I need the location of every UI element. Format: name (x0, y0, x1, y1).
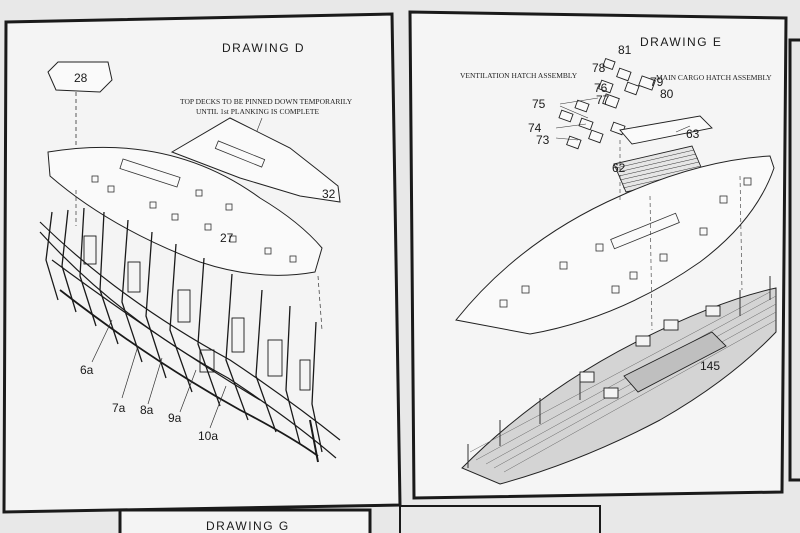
part-73-label: 73 (536, 133, 550, 147)
part-27-deck (47, 146, 323, 276)
drawing-g-panel: DRAWING G (118, 508, 372, 533)
part-81-label: 81 (618, 43, 632, 57)
part-27-label: 27 (220, 231, 234, 245)
part-8a-label: 8a (140, 403, 154, 417)
part-7a-label: 7a (112, 401, 126, 415)
deck-note-line1: TOP DECKS TO BE PINNED DOWN TEMPORARILY (180, 97, 353, 106)
part-77-label: 77 (596, 93, 610, 107)
lower-panel-edge (399, 505, 601, 533)
part-75-label: 75 (532, 97, 546, 111)
drawing-e-panel: DRAWING E VENTILATION HATCH ASSEMBLY MAI… (408, 10, 788, 500)
cargo-hatch-grating (613, 115, 713, 193)
part-28-label: 28 (74, 71, 88, 85)
adjacent-panel-edge (788, 38, 800, 482)
part-32-deck (170, 117, 341, 203)
part-10a-label: 10a (198, 429, 218, 443)
part-76-label: 76 (594, 81, 608, 95)
upper-deck-outline (455, 155, 775, 335)
part-78-label: 78 (592, 61, 606, 75)
hull-frame-assembly (39, 207, 341, 463)
drawing-d-title: DRAWING D (222, 41, 305, 55)
cargo-hatch-label: MAIN CARGO HATCH ASSEMBLY (656, 73, 772, 82)
deck-note-line2: UNTIL 1st PLANKING IS COMPLETE (196, 107, 319, 116)
part-74-label: 74 (528, 121, 542, 135)
drawing-e-title: DRAWING E (640, 35, 722, 49)
drawing-g-title: DRAWING G (206, 519, 290, 533)
part-28-plate (47, 61, 113, 93)
part-79-label: 79 (650, 75, 664, 89)
planked-deck (461, 276, 777, 485)
part-32-label: 32 (322, 187, 336, 201)
part-9a-label: 9a (168, 411, 182, 425)
vent-hatch-label: VENTILATION HATCH ASSEMBLY (460, 71, 578, 80)
part-63-label: 63 (686, 127, 700, 141)
drawing-d-panel: DRAWING D 28 TOP DECKS TO BE PINNED DOWN… (2, 12, 402, 514)
part-6a-label: 6a (80, 363, 94, 377)
hatch-parts (558, 57, 656, 150)
part-145-label: 145 (700, 359, 720, 373)
part-80-label: 80 (660, 87, 674, 101)
part-62-label: 62 (612, 161, 626, 175)
